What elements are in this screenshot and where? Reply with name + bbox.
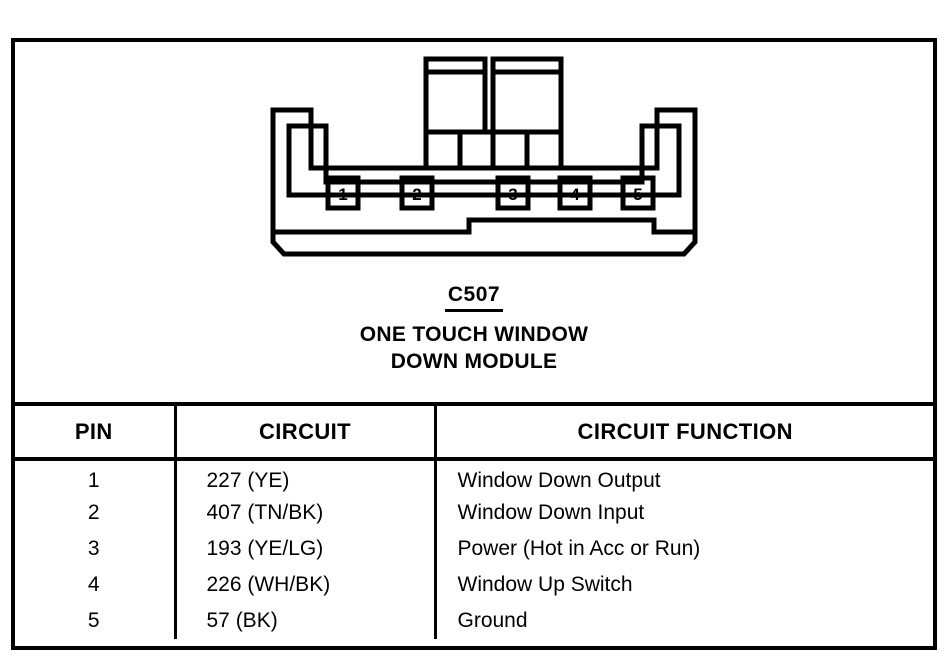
- table-row: 3 193 (YE/LG) Power (Hot in Acc or Run): [14, 531, 934, 567]
- connector-illustration-panel: 1 2 3 4 5 C507 ONE TOUCH WINDOW DOWN MOD…: [15, 42, 933, 400]
- connector-shell-outline: [270, 107, 698, 257]
- connector-body-drawing: 1 2 3 4 5: [259, 54, 709, 269]
- keyway-box-1: [423, 129, 463, 171]
- pin-table-header: PIN CIRCUIT CIRCUIT FUNCTION: [14, 402, 934, 461]
- pin-number-3: 3: [508, 185, 517, 204]
- cell-pin: 2: [14, 495, 177, 531]
- cell-circuit: 57 (BK): [175, 603, 437, 639]
- pin-cavity-1: [325, 175, 361, 211]
- pin-cavity-3: [495, 175, 531, 211]
- connector-name-line-1: ONE TOUCH WINDOW: [359, 323, 589, 346]
- cell-circuit: 227 (YE): [175, 459, 437, 495]
- table-row: 2 407 (TN/BK) Window Down Input: [14, 495, 934, 531]
- cell-circuit: 407 (TN/BK): [175, 495, 437, 531]
- connector-code-wrap: C507: [15, 282, 933, 312]
- column-header-function: CIRCUIT FUNCTION: [435, 402, 934, 461]
- column-header-circuit: CIRCUIT: [175, 402, 437, 461]
- pin-number-5: 5: [633, 185, 642, 204]
- pin-number-4: 4: [570, 185, 580, 204]
- cell-pin: 4: [14, 567, 177, 603]
- cell-function: Window Down Output: [457, 469, 661, 492]
- column-header-pin: PIN: [14, 402, 177, 461]
- pin-number-1: 1: [338, 185, 347, 204]
- cell-function: Power (Hot in Acc or Run): [457, 537, 701, 560]
- table-row: 1 227 (YE) Window Down Output: [14, 459, 934, 495]
- figure-frame: 1 2 3 4 5 C507 ONE TOUCH WINDOW DOWN MOD…: [11, 38, 937, 650]
- connector-code-label: C507: [444, 282, 504, 312]
- cell-pin: 3: [14, 531, 177, 567]
- cell-function: Ground: [457, 609, 528, 632]
- cell-circuit: 226 (WH/BK): [175, 567, 437, 603]
- connector-caption: C507 ONE TOUCH WINDOW DOWN MODULE: [15, 282, 933, 375]
- table-header-row: PIN CIRCUIT CIRCUIT FUNCTION: [14, 402, 934, 461]
- connector-inner-rim: [286, 123, 682, 198]
- table-row: 5 57 (BK) Ground: [14, 603, 934, 639]
- cell-function: Window Down Input: [457, 501, 645, 524]
- pin-cavity-5: [620, 175, 656, 211]
- pin-table-body: 1 227 (YE) Window Down Output 2 407 (TN/…: [14, 459, 934, 639]
- table-row: 4 226 (WH/BK) Window Up Switch: [14, 567, 934, 603]
- keyway-box-3: [490, 129, 530, 171]
- pin-number-2: 2: [412, 185, 421, 204]
- pin-function-table: PIN CIRCUIT CIRCUIT FUNCTION 1 227 (YE) …: [14, 402, 934, 639]
- connector-bottom-ledge: [273, 217, 695, 235]
- connector-name-label: ONE TOUCH WINDOW DOWN MODULE: [15, 321, 933, 375]
- cell-function: Window Up Switch: [457, 573, 633, 596]
- cell-pin: 1: [14, 459, 177, 495]
- keyway-box-2: [457, 129, 496, 171]
- cell-pin: 5: [14, 603, 177, 639]
- cell-circuit: 193 (YE/LG): [175, 531, 437, 567]
- pin-cavity-2: [399, 175, 435, 211]
- keyway-box-4: [524, 129, 564, 171]
- connector-name-line-2: DOWN MODULE: [390, 350, 558, 373]
- pin-cavity-4: [557, 175, 593, 211]
